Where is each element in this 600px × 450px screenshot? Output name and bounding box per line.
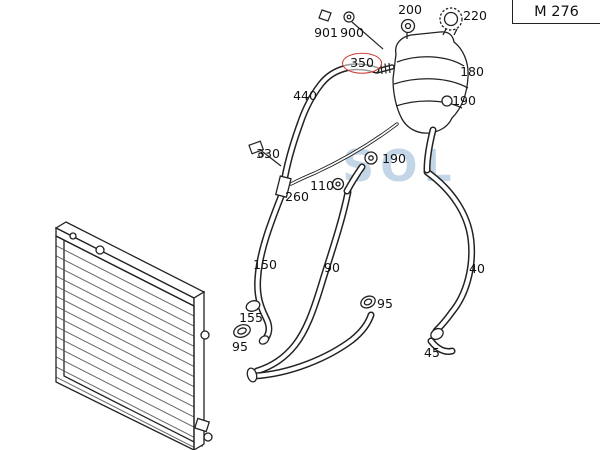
part-label-155: 155	[239, 309, 263, 325]
expansion-tank-drawing	[392, 31, 469, 134]
part-label-330: 330	[256, 145, 280, 161]
radiator-drawing	[54, 221, 213, 450]
part-label-40: 40	[469, 260, 485, 276]
part-label-90: 90	[324, 259, 340, 275]
engine-code-box: M 276	[512, 0, 600, 24]
connector-260-drawing	[274, 175, 292, 198]
part-label-95-mid: 95	[377, 295, 393, 311]
filler-cap-drawing	[439, 7, 463, 36]
fittings-901-900-drawing	[318, 9, 384, 50]
part-label-350-highlighted: 350	[342, 52, 382, 74]
part-label-190-tank: 190	[452, 92, 476, 108]
part-label-901: 901	[314, 24, 338, 40]
bracket-330-drawing	[248, 140, 265, 158]
part-label-45: 45	[424, 344, 440, 360]
engine-code-label: M 276	[534, 3, 579, 20]
seal-ring-200-drawing	[400, 18, 416, 34]
part-label-900: 900	[340, 24, 364, 40]
part-label-95-left: 95	[232, 338, 248, 354]
part-label-110: 110	[310, 177, 334, 193]
part-label-190-pipe: 190	[382, 150, 406, 166]
clamps-and-seals-drawing	[233, 95, 453, 383]
part-label-220: 220	[463, 7, 487, 23]
part-label-200: 200	[398, 1, 422, 17]
part-label-260: 260	[285, 188, 309, 204]
part-label-440: 440	[293, 87, 317, 103]
part-label-150: 150	[253, 256, 277, 272]
part-label-180: 180	[460, 63, 484, 79]
